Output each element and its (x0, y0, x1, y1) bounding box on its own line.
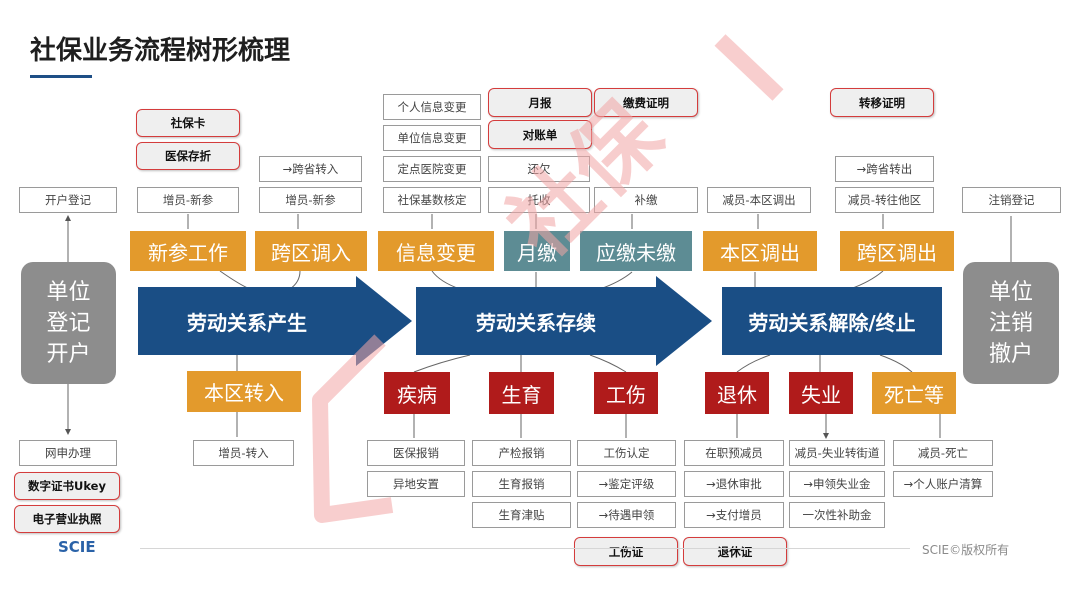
label-illness: 疾病 (384, 372, 450, 414)
prenatal-reimburse-box: 产检报销 (472, 440, 571, 466)
transfer-proof-tag: 转移证明 (830, 88, 934, 117)
personal-info-change-box: 个人信息变更 (383, 94, 481, 120)
pay-add-box: →支付增员 (684, 502, 784, 528)
maternity-allowance-box: 生育津贴 (472, 502, 571, 528)
label-new-job: 新参工作 (130, 231, 246, 271)
hospital-change-box: 定点医院变更 (383, 156, 481, 182)
cross-province-in-box: →跨省转入 (259, 156, 362, 182)
local-out-box: 减员-本区调出 (707, 187, 811, 213)
cross-province-out-box: →跨省转出 (835, 156, 934, 182)
stage-label-1: 劳动关系产生 (187, 310, 307, 335)
add-transfer-in-box: 增员-转入 (193, 440, 294, 466)
stage-box-3 (722, 287, 942, 355)
medical-passbook-tag: 医保存折 (136, 142, 240, 170)
social-card-tag: 社保卡 (136, 109, 240, 137)
cancel-register-box: 注销登记 (962, 187, 1061, 213)
base-verify-box: 社保基数核定 (383, 187, 481, 213)
label-retire: 退休 (705, 372, 769, 414)
label-transfer-in: 跨区调入 (255, 231, 367, 271)
stage-label-3: 劳动关系解除/终止 (748, 310, 916, 335)
unemployed-street-box: 减员-失业转街道 (789, 440, 885, 466)
collection-box: 托收 (488, 187, 590, 213)
footer-divider (140, 548, 910, 549)
label-unemployed: 失业 (789, 372, 853, 414)
stage-label-2: 劳动关系存续 (476, 310, 596, 335)
footer-logo: SCIE (58, 538, 96, 556)
back-payment-box: 补缴 (594, 187, 698, 213)
account-settle-box: →个人账户清算 (893, 471, 993, 497)
label-injury: 工伤 (594, 372, 658, 414)
lump-sum-box: 一次性补助金 (789, 502, 885, 528)
arrears-box: 还欠 (488, 156, 590, 182)
label-monthly: 月缴 (504, 231, 570, 271)
death-reduce-box: 减员-死亡 (893, 440, 993, 466)
retire-cert-tag: 退休证 (683, 537, 787, 566)
claim-benefit-box: →申领失业金 (789, 471, 885, 497)
unit-register-block: 单位 登记 开户 (21, 262, 116, 384)
monthly-report-tag: 月报 (488, 88, 592, 117)
payment-proof-tag: 缴费证明 (594, 88, 698, 117)
label-death: 死亡等 (872, 372, 956, 414)
label-local-in: 本区转入 (187, 371, 301, 412)
ukey-tag: 数字证书Ukey (14, 472, 120, 500)
title-underline (30, 75, 92, 78)
label-maternity: 生育 (489, 372, 554, 414)
add-new-box: 增员-新参 (137, 187, 239, 213)
medical-reimburse-box: 医保报销 (367, 440, 465, 466)
injury-cert-tag: 工伤证 (574, 537, 678, 566)
label-info-change: 信息变更 (378, 231, 494, 271)
business-license-tag: 电子营业执照 (14, 505, 120, 533)
add-new-2-box: 增员-新参 (259, 187, 362, 213)
label-cross-out: 跨区调出 (840, 231, 954, 271)
page-title: 社保业务流程树形梳理 (30, 36, 291, 66)
pre-reduce-box: 在职预减员 (684, 440, 784, 466)
injury-confirm-box: 工伤认定 (577, 440, 676, 466)
disability-rating-box: →鉴定评级 (577, 471, 676, 497)
stage-arrow-2 (416, 276, 712, 366)
label-unpaid: 应缴未缴 (580, 231, 692, 271)
retire-approval-box: →退休审批 (684, 471, 784, 497)
benefit-claim-box: →待遇申领 (577, 502, 676, 528)
label-local-out: 本区调出 (703, 231, 817, 271)
open-account-box: 开户登记 (19, 187, 117, 213)
footer-copyright: SCIE©版权所有 (922, 543, 1010, 557)
unit-cancel-block: 单位 注销 撤户 (963, 262, 1059, 384)
maternity-reimburse-box: 生育报销 (472, 471, 571, 497)
unit-info-change-box: 单位信息变更 (383, 125, 481, 151)
statement-tag: 对账单 (488, 120, 592, 149)
online-apply-box: 网申办理 (19, 440, 117, 466)
remote-settle-box: 异地安置 (367, 471, 465, 497)
move-other-district-box: 减员-转往他区 (835, 187, 934, 213)
